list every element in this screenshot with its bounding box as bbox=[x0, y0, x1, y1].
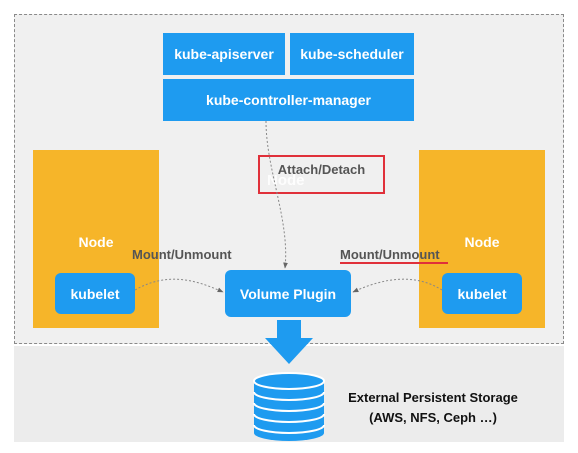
volume-plugin-label: Volume Plugin bbox=[239, 285, 337, 302]
kube-apiserver-box: kube-apiserver bbox=[163, 33, 285, 75]
kubelet-left: kubelet bbox=[55, 273, 135, 314]
database-icon bbox=[253, 372, 325, 441]
down-arrow-icon bbox=[265, 320, 313, 364]
kube-controller-manager-box: kube-controller-manager bbox=[163, 79, 414, 121]
kubelet-left-label: kubelet bbox=[70, 285, 120, 302]
kube-apiserver-label: kube-apiserver bbox=[174, 46, 274, 62]
ghost-node-text: Node bbox=[267, 172, 305, 189]
mount-unmount-left-label: Mount/Unmount bbox=[132, 247, 232, 262]
kubelet-right-label: kubelet bbox=[457, 285, 507, 302]
kube-controller-manager-label: kube-controller-manager bbox=[206, 92, 371, 108]
kube-scheduler-label: kube-scheduler bbox=[300, 46, 404, 62]
node-left-label: Node bbox=[78, 234, 114, 250]
mount-left-connector bbox=[134, 278, 224, 293]
volume-plugin-box: Volume Plugin bbox=[225, 270, 351, 317]
kubelet-right: kubelet bbox=[442, 273, 522, 314]
external-storage-text: External Persistent Storage (AWS, NFS, C… bbox=[333, 388, 533, 428]
external-storage-line1: External Persistent Storage bbox=[348, 390, 518, 405]
node-right-label: Node bbox=[464, 234, 500, 250]
kube-scheduler-box: kube-scheduler bbox=[290, 33, 414, 75]
attach-detach-label: Attach/Detach bbox=[277, 162, 366, 177]
attach-detach-connector bbox=[265, 120, 288, 269]
external-storage-line2: (AWS, NFS, Ceph …) bbox=[369, 410, 497, 425]
attach-detach-highlight: Attach/Detach bbox=[258, 155, 385, 194]
mount-unmount-right-label: Mount/Unmount bbox=[340, 247, 440, 262]
mount-right-connector bbox=[352, 278, 443, 293]
